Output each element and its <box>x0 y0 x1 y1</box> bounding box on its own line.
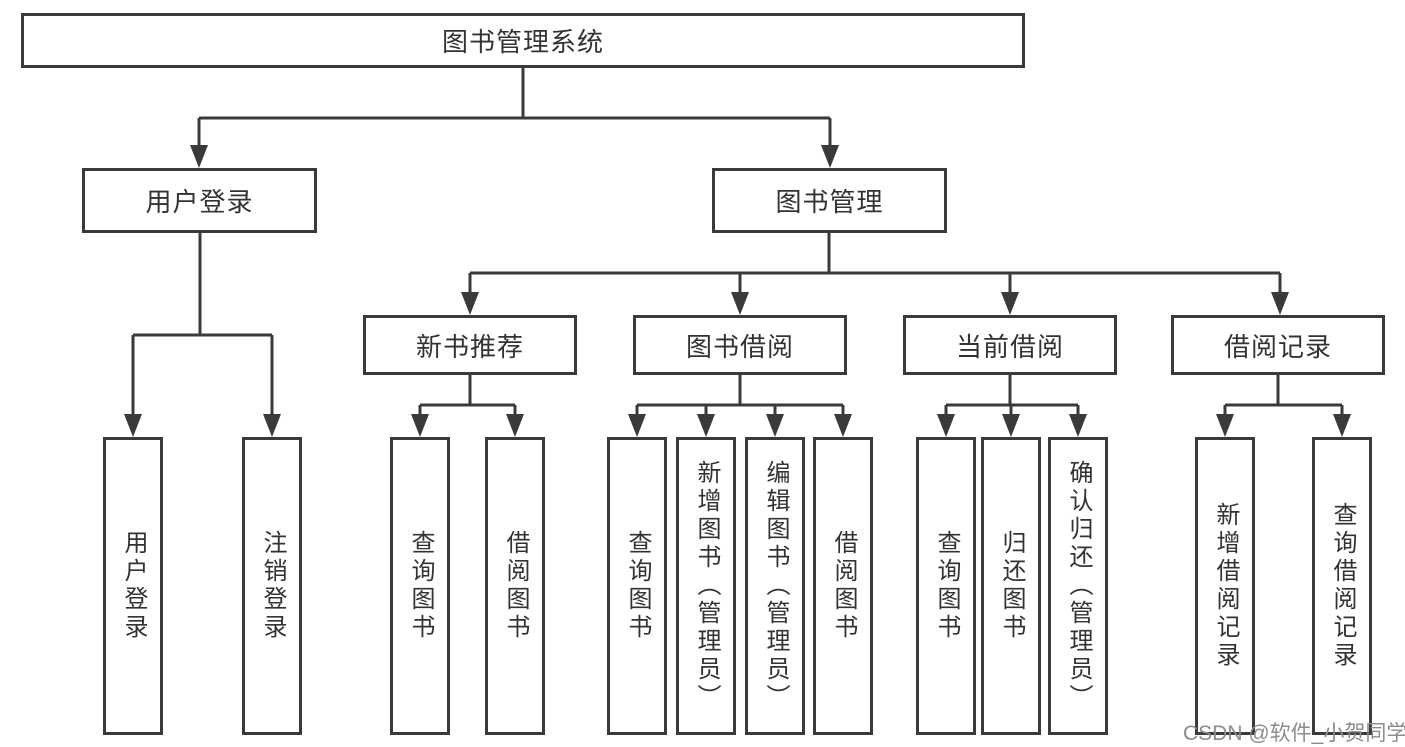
node-borrow-records-label: 借阅记录 <box>1223 331 1332 362</box>
leaf-logout: 注销登录 <box>242 437 302 735</box>
leaf-br-add-record-label: 新增借阅记录 <box>1212 502 1239 670</box>
leaf-bb-borrow-books: 借阅图书 <box>813 437 873 735</box>
leaf-logout-label: 注销登录 <box>259 530 286 642</box>
node-user-login: 用户登录 <box>82 168 317 233</box>
node-book-management-label: 图书管理 <box>775 187 884 217</box>
leaf-br-add-record: 新增借阅记录 <box>1195 437 1255 735</box>
node-current-borrow: 当前借阅 <box>903 315 1117 375</box>
leaf-cb-confirm-return-label: 确认归还（管理员） <box>1065 460 1092 712</box>
arrowheads <box>124 145 1351 437</box>
leaf-nbr-borrow-books: 借阅图书 <box>485 437 545 735</box>
leaf-cb-query-books: 查询图书 <box>916 437 976 735</box>
leaf-bb-add-books-label: 新增图书（管理员） <box>693 460 720 712</box>
leaf-bb-borrow-books-label: 借阅图书 <box>830 530 857 642</box>
leaf-nbr-query-books: 查询图书 <box>390 437 450 735</box>
leaf-bb-add-books: 新增图书（管理员） <box>676 437 736 735</box>
leaf-cb-return-books: 归还图书 <box>981 437 1041 735</box>
node-borrow-records: 借阅记录 <box>1171 315 1385 375</box>
leaf-bb-edit-books: 编辑图书（管理员） <box>745 437 805 735</box>
leaf-cb-return-books-label: 归还图书 <box>998 530 1025 642</box>
node-user-login-label: 用户登录 <box>145 187 254 217</box>
leaf-cb-confirm-return: 确认归还（管理员） <box>1048 437 1108 735</box>
node-new-book-recommend-label: 新书推荐 <box>415 331 524 362</box>
node-book-management: 图书管理 <box>712 168 947 233</box>
node-root-label: 图书管理系统 <box>441 27 604 57</box>
node-current-borrow-label: 当前借阅 <box>955 331 1064 362</box>
csdn-watermark: CSDN @软件_小贺同学 <box>1183 722 1405 745</box>
leaf-cb-query-books-label: 查询图书 <box>933 530 960 642</box>
leaf-br-query-record: 查询借阅记录 <box>1312 437 1372 735</box>
leaf-user-login-label: 用户登录 <box>120 530 147 642</box>
node-root: 图书管理系统 <box>21 13 1025 68</box>
leaf-bb-query-books-label: 查询图书 <box>624 530 651 642</box>
node-book-borrow-label: 图书借阅 <box>685 331 794 362</box>
leaf-user-login: 用户登录 <box>103 437 163 735</box>
leaf-bb-query-books: 查询图书 <box>607 437 667 735</box>
leaf-nbr-query-books-label: 查询图书 <box>407 530 434 642</box>
leaf-nbr-borrow-books-label: 借阅图书 <box>502 530 529 642</box>
node-book-borrow: 图书借阅 <box>633 315 847 375</box>
leaf-bb-edit-books-label: 编辑图书（管理员） <box>762 460 789 712</box>
node-new-book-recommend: 新书推荐 <box>363 315 577 375</box>
leaf-br-query-record-label: 查询借阅记录 <box>1329 502 1356 670</box>
